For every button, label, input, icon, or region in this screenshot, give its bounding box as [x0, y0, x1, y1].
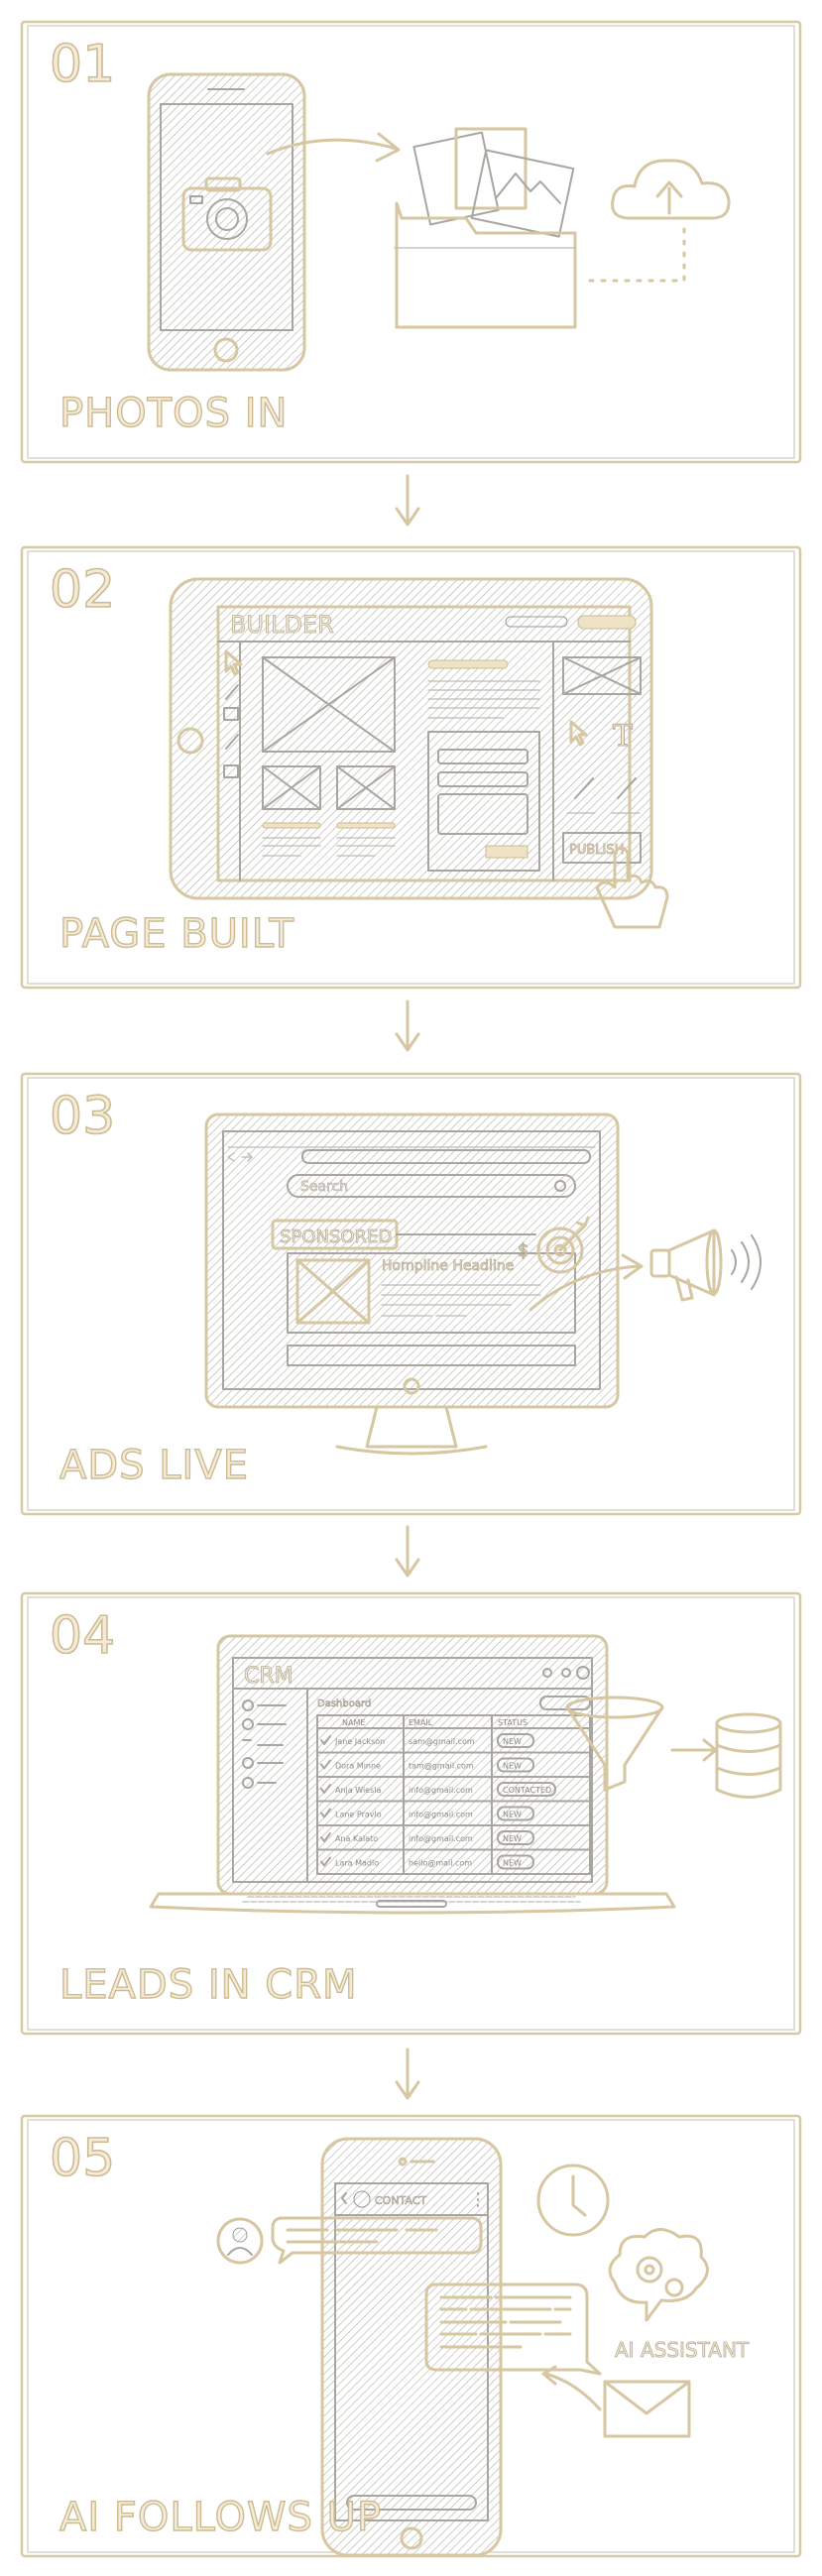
lead-email: sam@gmail.com	[409, 1737, 475, 1746]
cloud-upload-icon	[611, 159, 731, 220]
step-label: ADS LIVE	[59, 1443, 249, 1488]
tablet-builder: BUILDER	[169, 577, 669, 929]
table-row[interactable]: Anja Wiesla info@gmail.com CONTACTED	[316, 1782, 591, 1803]
user-avatar-icon	[216, 2217, 264, 2265]
contact-name: CONTACT	[375, 2194, 426, 2207]
folder-photos-icon	[394, 127, 577, 329]
funnel-icon	[565, 1696, 664, 1792]
ai-assistant-label: AI ASSISTANT	[615, 2338, 750, 2362]
down-arrow-icon	[395, 2048, 420, 2100]
text-tool-icon: T	[613, 719, 633, 754]
step-number: 01	[50, 35, 115, 94]
step-number: 04	[50, 1606, 115, 1666]
step-number: 02	[50, 560, 115, 620]
lead-status: NEW	[503, 1834, 522, 1843]
column-header: EMAIL	[409, 1718, 433, 1727]
status-badge	[497, 1757, 534, 1773]
check-icon	[320, 1735, 331, 1745]
table-row[interactable]: Dora Minne tam@gmail.com NEW	[316, 1757, 591, 1778]
status-badge	[497, 1830, 534, 1845]
down-arrow-icon	[395, 1525, 420, 1578]
lead-email: info@gmail.com	[409, 1834, 473, 1843]
lead-name: Ana Kalato	[335, 1834, 378, 1843]
database-icon	[715, 1712, 782, 1799]
builder-title: BUILDER	[230, 611, 334, 639]
step-03-panel: 03 Search SPONSORED Hompline Headline $	[20, 1072, 802, 1516]
table-row[interactable]: Jane Jackson sam@gmail.com NEW	[316, 1733, 591, 1754]
status-badge	[497, 1733, 534, 1748]
search-icon	[554, 1180, 566, 1192]
lead-status: NEW	[503, 1762, 522, 1771]
step-label: PHOTOS IN	[59, 391, 288, 436]
publish-button[interactable]: PUBLISH	[569, 843, 625, 859]
envelope-icon	[603, 2380, 691, 2438]
lead-status: CONTACTED	[503, 1786, 551, 1795]
chat-bubble-incoming	[271, 2216, 483, 2265]
step-04-panel: 04 CRM Dashboard NAME EMAIL STATUS Jane …	[20, 1591, 802, 2036]
lead-name: Jane Jackson	[334, 1737, 385, 1746]
down-arrow-icon	[395, 474, 420, 527]
pencil-icon	[225, 684, 239, 700]
lead-email: tam@gmail.com	[409, 1762, 474, 1771]
cursor-icon	[569, 720, 588, 747]
lead-email: info@gmail.com	[409, 1786, 473, 1795]
ai-brain-gears-icon	[608, 2228, 709, 2322]
target-icon	[536, 1216, 590, 1274]
lead-name: Anja Wiesla	[335, 1786, 381, 1795]
search-input[interactable]: Search	[300, 1179, 349, 1196]
arrow-icon	[266, 132, 401, 163]
currency-symbol: $	[518, 1240, 528, 1261]
table-row[interactable]: Lara Madlo hello@mail.com NEW	[316, 1854, 591, 1875]
check-icon	[320, 1759, 331, 1770]
lead-name: Dora Minne	[335, 1762, 381, 1771]
crm-section-title: Dashboard	[317, 1698, 371, 1709]
check-icon	[320, 1808, 331, 1818]
arrow-icon	[670, 1738, 718, 1762]
table-row[interactable]: Lane Pravlo info@gmail.com NEW	[316, 1806, 591, 1826]
step-label: LEADS IN CRM	[59, 1962, 358, 2008]
status-badge	[497, 1806, 534, 1821]
step-01-panel: 01 PHOTOS IN	[20, 20, 802, 464]
arrow-icon	[541, 2365, 602, 2411]
desktop-monitor: Search SPONSORED Hompline Headline $	[204, 1112, 644, 1456]
lead-name: Lara Madlo	[335, 1859, 379, 1868]
step-number: 05	[50, 2129, 115, 2188]
status-badge	[497, 1782, 556, 1797]
sponsored-badge: SPONSORED	[280, 1227, 392, 1247]
down-arrow-icon	[395, 999, 420, 1052]
laptop-crm: CRM Dashboard NAME EMAIL STATUS Jane Jac…	[149, 1634, 676, 1915]
check-icon	[320, 1856, 331, 1867]
step-02-panel: 02 BUILDER	[20, 545, 802, 990]
lead-email: hello@mail.com	[409, 1859, 472, 1868]
step-label: PAGE BUILT	[59, 911, 294, 957]
pointing-hand-icon	[595, 846, 669, 929]
check-icon	[320, 1784, 331, 1794]
lead-email: info@gmail.com	[409, 1811, 473, 1819]
dotted-path	[588, 226, 686, 283]
chat-bubble-ai	[424, 2283, 602, 2376]
cursor-icon	[224, 649, 243, 676]
clock-icon	[536, 2164, 610, 2237]
step-05-panel: 05 CONTACT	[20, 2114, 802, 2558]
table-row[interactable]: Ana Kalato info@gmail.com NEW	[316, 1830, 591, 1851]
column-header: STATUS	[498, 1718, 528, 1727]
lead-status: NEW	[503, 1859, 522, 1868]
lead-status: NEW	[503, 1737, 522, 1746]
lead-name: Lane Pravlo	[335, 1811, 382, 1819]
status-badge	[497, 1854, 534, 1870]
column-header: NAME	[342, 1718, 365, 1727]
smartphone-icon	[147, 72, 306, 372]
check-icon	[320, 1832, 331, 1842]
camera-icon	[181, 176, 273, 252]
lead-status: NEW	[503, 1811, 522, 1819]
crm-title: CRM	[244, 1664, 294, 1689]
ad-headline: Hompline Headline	[382, 1258, 514, 1274]
step-number: 03	[50, 1087, 115, 1146]
megaphone-icon	[649, 1229, 762, 1302]
step-label: AI FOLLOWS UP	[59, 2495, 382, 2540]
